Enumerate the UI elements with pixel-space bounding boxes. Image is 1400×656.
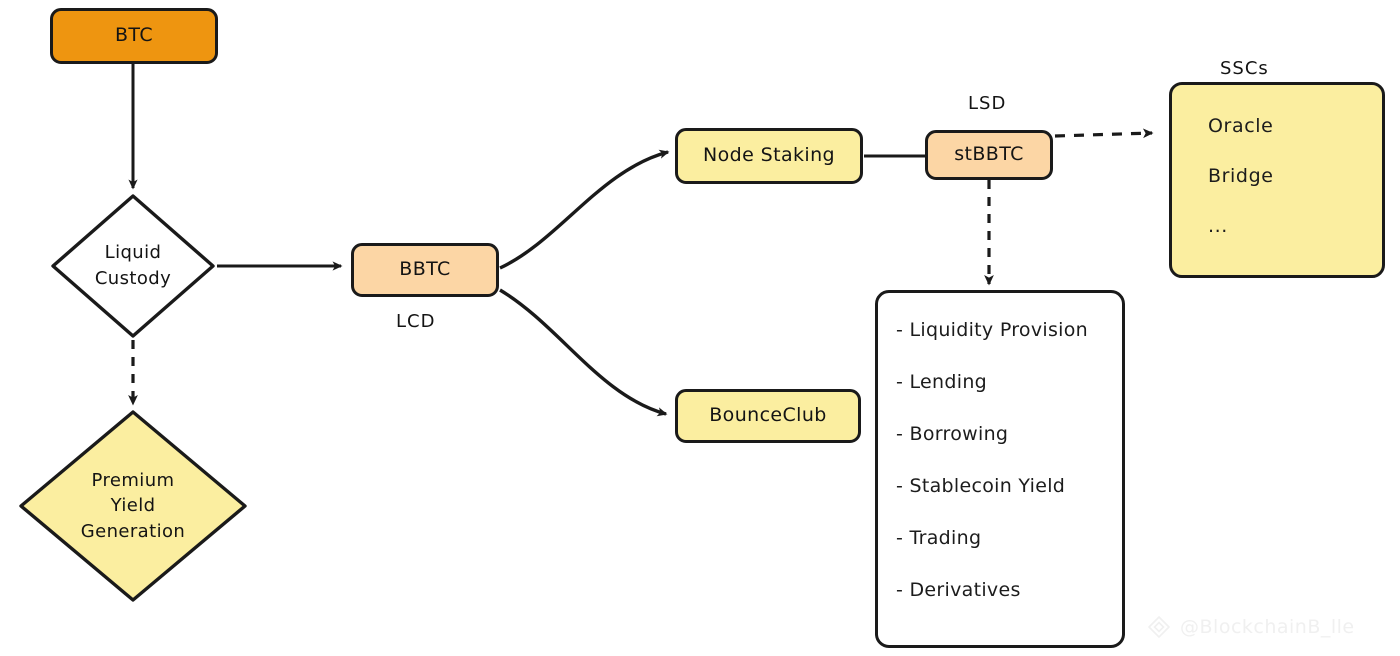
- node-bbtc[interactable]: BBTC: [351, 243, 499, 297]
- node-node-staking[interactable]: Node Staking: [675, 128, 863, 184]
- list-item: - Borrowing: [896, 423, 1009, 445]
- edge-bbtc-to-bounceclub: [499, 288, 668, 417]
- defi-usecases-card[interactable]: - Liquidity Provision - Lending - Borrow…: [875, 290, 1125, 648]
- node-bounceclub[interactable]: BounceClub: [675, 389, 861, 443]
- node-btc[interactable]: BTC: [50, 8, 218, 64]
- label-lsd: LSD: [968, 93, 1007, 114]
- label-sscs: SSCs: [1220, 58, 1269, 79]
- binance-diamond-icon: [1146, 614, 1172, 640]
- premium-yield-diamond: [19, 410, 247, 602]
- edge-bbtc-to-node-staking: [499, 149, 670, 270]
- liquid-custody-diamond: [51, 194, 215, 338]
- ssc-item: Oracle: [1208, 115, 1274, 137]
- list-item: - Trading: [896, 527, 982, 549]
- watermark-text: @BlockchainB_lle: [1180, 616, 1355, 638]
- list-item: - Stablecoin Yield: [896, 475, 1066, 497]
- list-item: - Derivatives: [896, 579, 1021, 601]
- list-item: - Lending: [896, 371, 988, 393]
- ssc-item: ...: [1208, 215, 1228, 237]
- label-lcd: LCD: [396, 311, 436, 332]
- list-item: - Liquidity Provision: [896, 319, 1089, 341]
- watermark: @BlockchainB_lle: [1146, 614, 1355, 640]
- node-stbbtc[interactable]: stBBTC: [925, 130, 1053, 180]
- ssc-item: Bridge: [1208, 165, 1274, 187]
- edge-stbbtc-to-sscs: [1054, 128, 1154, 139]
- ssc-card[interactable]: Oracle Bridge ...: [1169, 82, 1385, 278]
